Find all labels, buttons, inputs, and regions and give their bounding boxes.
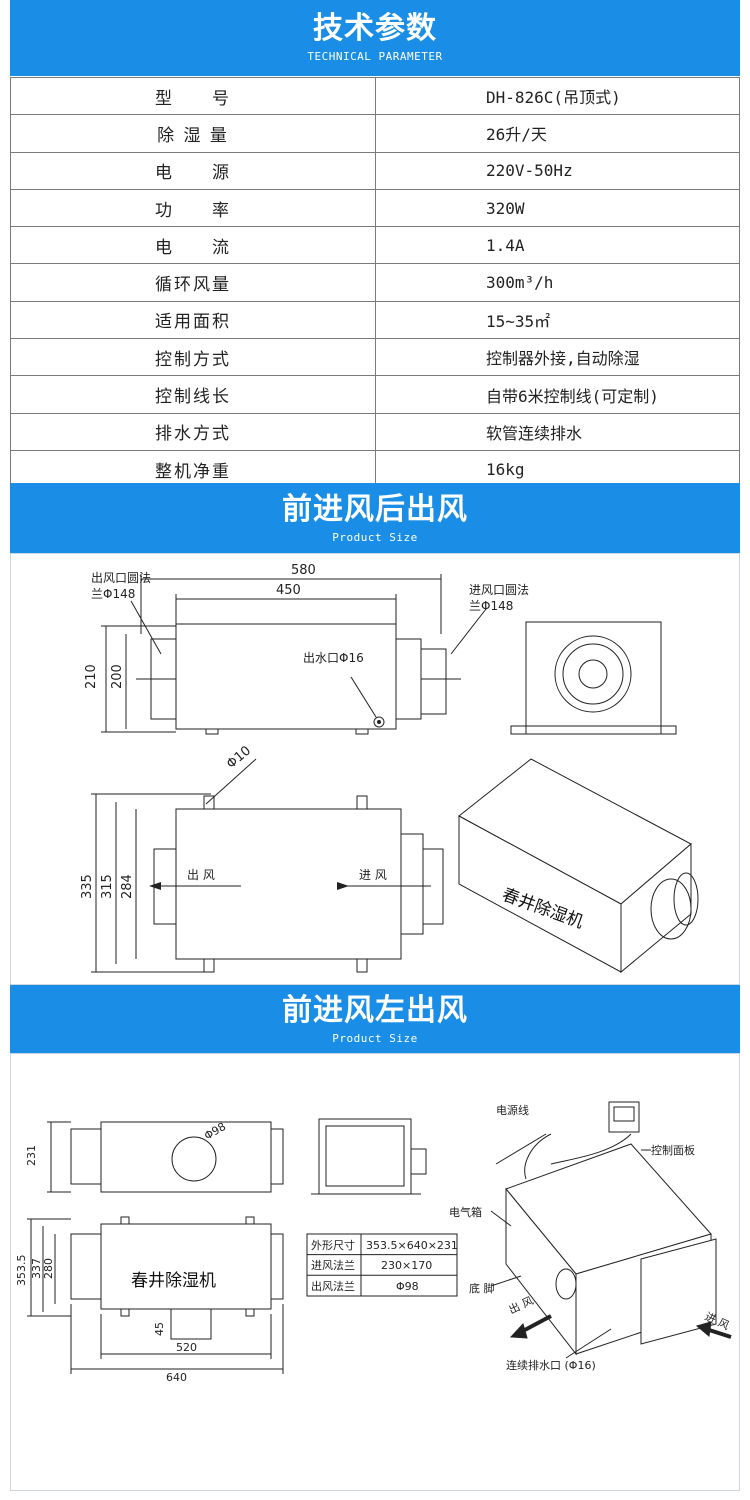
dim-353-5: 353.5 bbox=[15, 1255, 28, 1287]
table-key-outlet: 出风法兰 bbox=[311, 1279, 355, 1293]
spec-value: 1.4A bbox=[375, 226, 740, 265]
spec-label: 适用面积 bbox=[10, 300, 376, 340]
table-key-size: 外形尺寸 bbox=[311, 1238, 355, 1252]
spec-value: 自带6米控制线(可定制) bbox=[375, 375, 740, 414]
section-title: 前进风后出风 bbox=[282, 492, 468, 527]
section-subtitle: Product Size bbox=[332, 1032, 418, 1045]
drawing-panel-rear-outlet: 580 450 210 200 335 315 284 Φ10 出风口圆法 兰Φ… bbox=[10, 553, 740, 985]
callout-power-cord: 电源线 bbox=[496, 1103, 529, 1117]
dim-phi10: Φ10 bbox=[224, 743, 254, 772]
callout-foot: 底 脚 bbox=[469, 1281, 495, 1295]
dim-280: 280 bbox=[42, 1258, 55, 1279]
dim-200: 200 bbox=[110, 664, 125, 689]
spec-label: 功 率 bbox=[10, 188, 376, 228]
dim-335: 335 bbox=[80, 874, 95, 899]
spec-label: 型 号 bbox=[10, 76, 376, 116]
callout-control-panel: 控制面板 bbox=[651, 1143, 695, 1157]
spec-label: 循环风量 bbox=[10, 263, 376, 302]
inlet-flange-size: 兰Φ148 bbox=[469, 599, 513, 613]
outlet-flange-label: 出风口圆法 bbox=[91, 571, 151, 585]
dim-315: 315 bbox=[100, 874, 115, 899]
spec-label: 排水方式 bbox=[10, 412, 376, 451]
dim-210: 210 bbox=[84, 664, 99, 689]
drawing-panel-left-outlet: 231 Φ98 353.5 337 280 45 520 640 春井除湿机 外… bbox=[10, 1053, 740, 1491]
callout-out-air: 出 风 bbox=[506, 1293, 535, 1316]
in-air-label: 进 风 bbox=[359, 868, 387, 882]
dim-284: 284 bbox=[120, 874, 135, 899]
spec-value: 软管连续排水 bbox=[375, 412, 740, 451]
inlet-flange-label: 进风口圆法 bbox=[469, 583, 529, 597]
spec-value: 16kg bbox=[375, 449, 740, 489]
outlet-flange-size: 兰Φ148 bbox=[91, 587, 135, 601]
section-title: 技术参数 bbox=[313, 11, 437, 46]
spec-value: 控制器外接,自动除湿 bbox=[375, 338, 740, 377]
drain-label: 出水口Φ16 bbox=[303, 651, 364, 665]
tech-parameter-banner: 技术参数 TECHNICAL PARAMETER bbox=[10, 0, 740, 76]
out-air-label: 出 风 bbox=[187, 868, 215, 882]
spec-value: 300m³/h bbox=[375, 263, 740, 302]
callout-drain: 连续排水口 (Φ16) bbox=[506, 1358, 596, 1372]
spec-row: 控制方式控制器外接,自动除湿 bbox=[10, 338, 740, 377]
spec-label: 电 源 bbox=[10, 151, 376, 190]
table-key-inlet: 进风法兰 bbox=[311, 1258, 355, 1272]
dim-520: 520 bbox=[176, 1341, 197, 1354]
spec-value: 220V-50Hz bbox=[375, 151, 740, 190]
spec-row: 控制线长自带6米控制线(可定制) bbox=[10, 375, 740, 414]
dim-45: 45 bbox=[153, 1322, 166, 1336]
table-val-outlet: Φ98 bbox=[396, 1280, 419, 1293]
technical-drawing-1: 580 450 210 200 335 315 284 Φ10 出风口圆法 兰Φ… bbox=[80, 563, 699, 974]
callout-electric-box: 电气箱 bbox=[449, 1205, 482, 1219]
spec-label: 控制线长 bbox=[10, 375, 376, 414]
product-size-banner-1: 前进风后出风 Product Size bbox=[10, 483, 740, 553]
dim-231: 231 bbox=[25, 1145, 38, 1166]
table-val-size: 353.5×640×231 bbox=[366, 1239, 458, 1252]
dim-337: 337 bbox=[30, 1258, 43, 1279]
dim-640: 640 bbox=[166, 1371, 187, 1384]
spec-label: 控制方式 bbox=[10, 338, 376, 377]
spec-value: 320W bbox=[375, 188, 740, 228]
spec-label: 除 湿 量 bbox=[10, 114, 376, 153]
section-subtitle: TECHNICAL PARAMETER bbox=[307, 50, 443, 63]
spec-label: 整机净重 bbox=[10, 449, 376, 489]
technical-drawing-2: 231 Φ98 353.5 337 280 45 520 640 春井除湿机 外… bbox=[15, 1101, 732, 1384]
dim-580: 580 bbox=[291, 563, 316, 578]
section-subtitle: Product Size bbox=[332, 531, 418, 544]
product-size-banner-2: 前进风左出风 Product Size bbox=[10, 985, 740, 1053]
spec-value: 15~35㎡ bbox=[375, 300, 740, 340]
spec-row: 排水方式软管连续排水 bbox=[10, 412, 740, 451]
dim-450: 450 bbox=[276, 583, 301, 598]
table-val-inlet: 230×170 bbox=[381, 1259, 432, 1272]
spec-value: 26升/天 bbox=[375, 114, 740, 153]
spec-value: DH-826C(吊顶式) bbox=[375, 76, 740, 116]
spec-label: 电 流 bbox=[10, 226, 376, 265]
section-title: 前进风左出风 bbox=[282, 993, 468, 1028]
brand-label-plan: 春井除湿机 bbox=[131, 1271, 216, 1291]
